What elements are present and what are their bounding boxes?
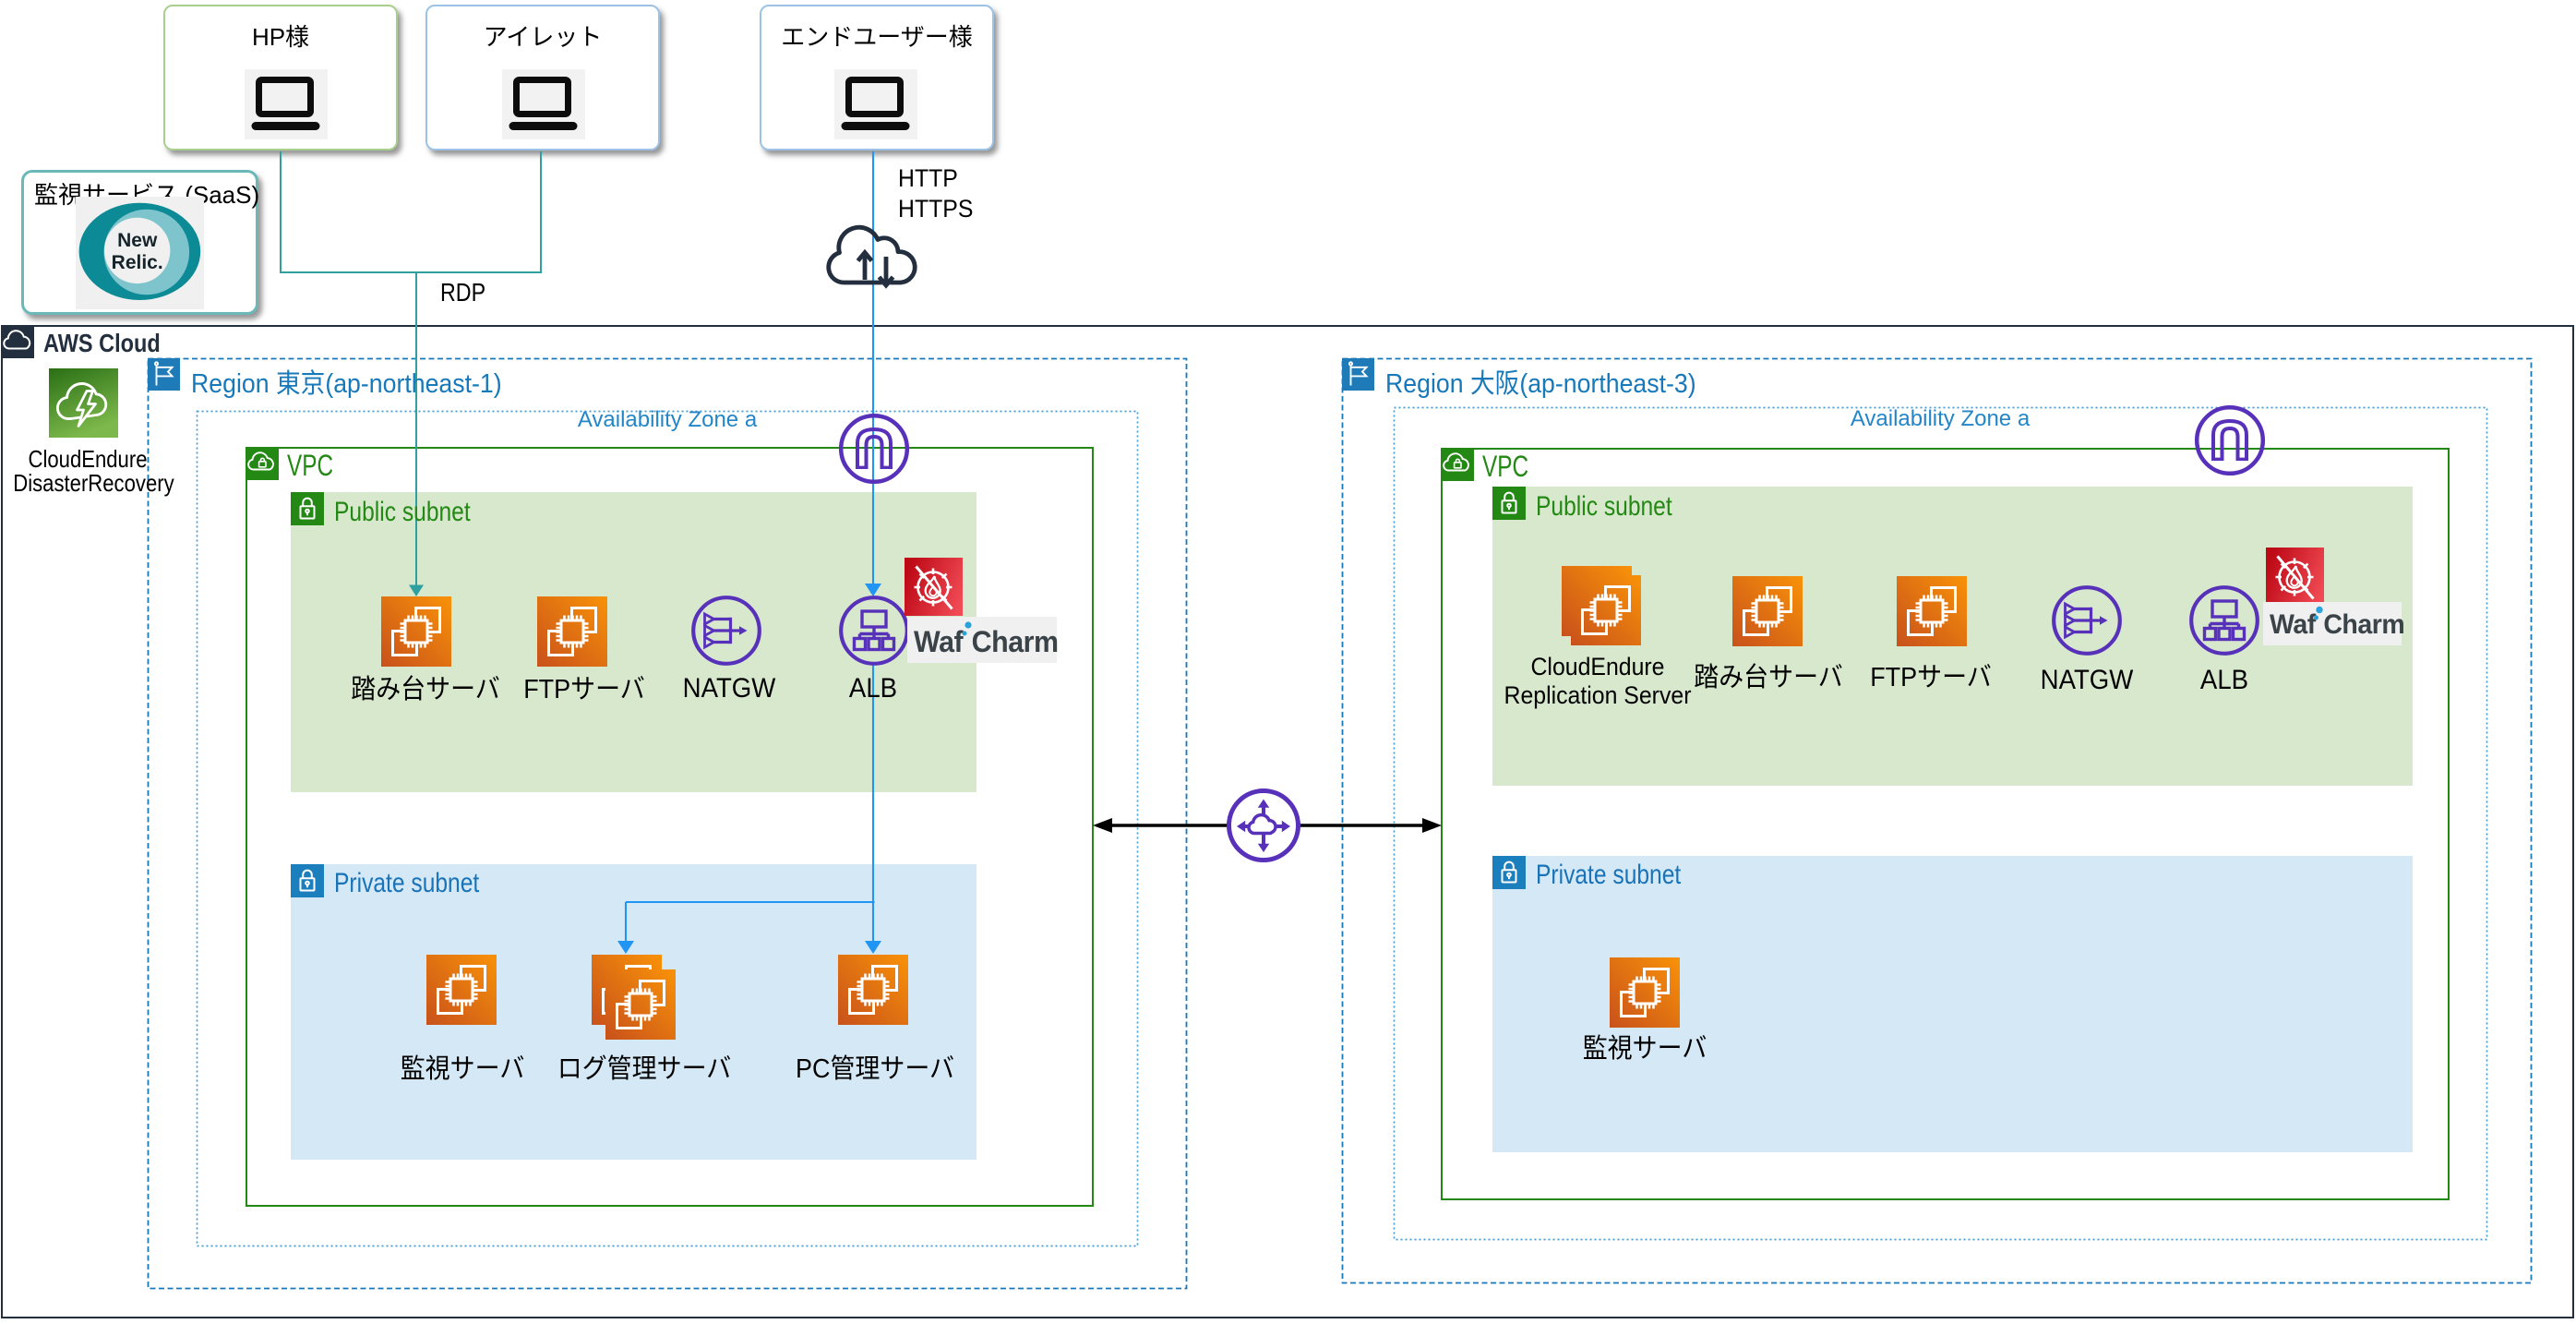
svg-text:Relic.: Relic. <box>112 252 163 273</box>
svg-text:New: New <box>117 230 158 251</box>
